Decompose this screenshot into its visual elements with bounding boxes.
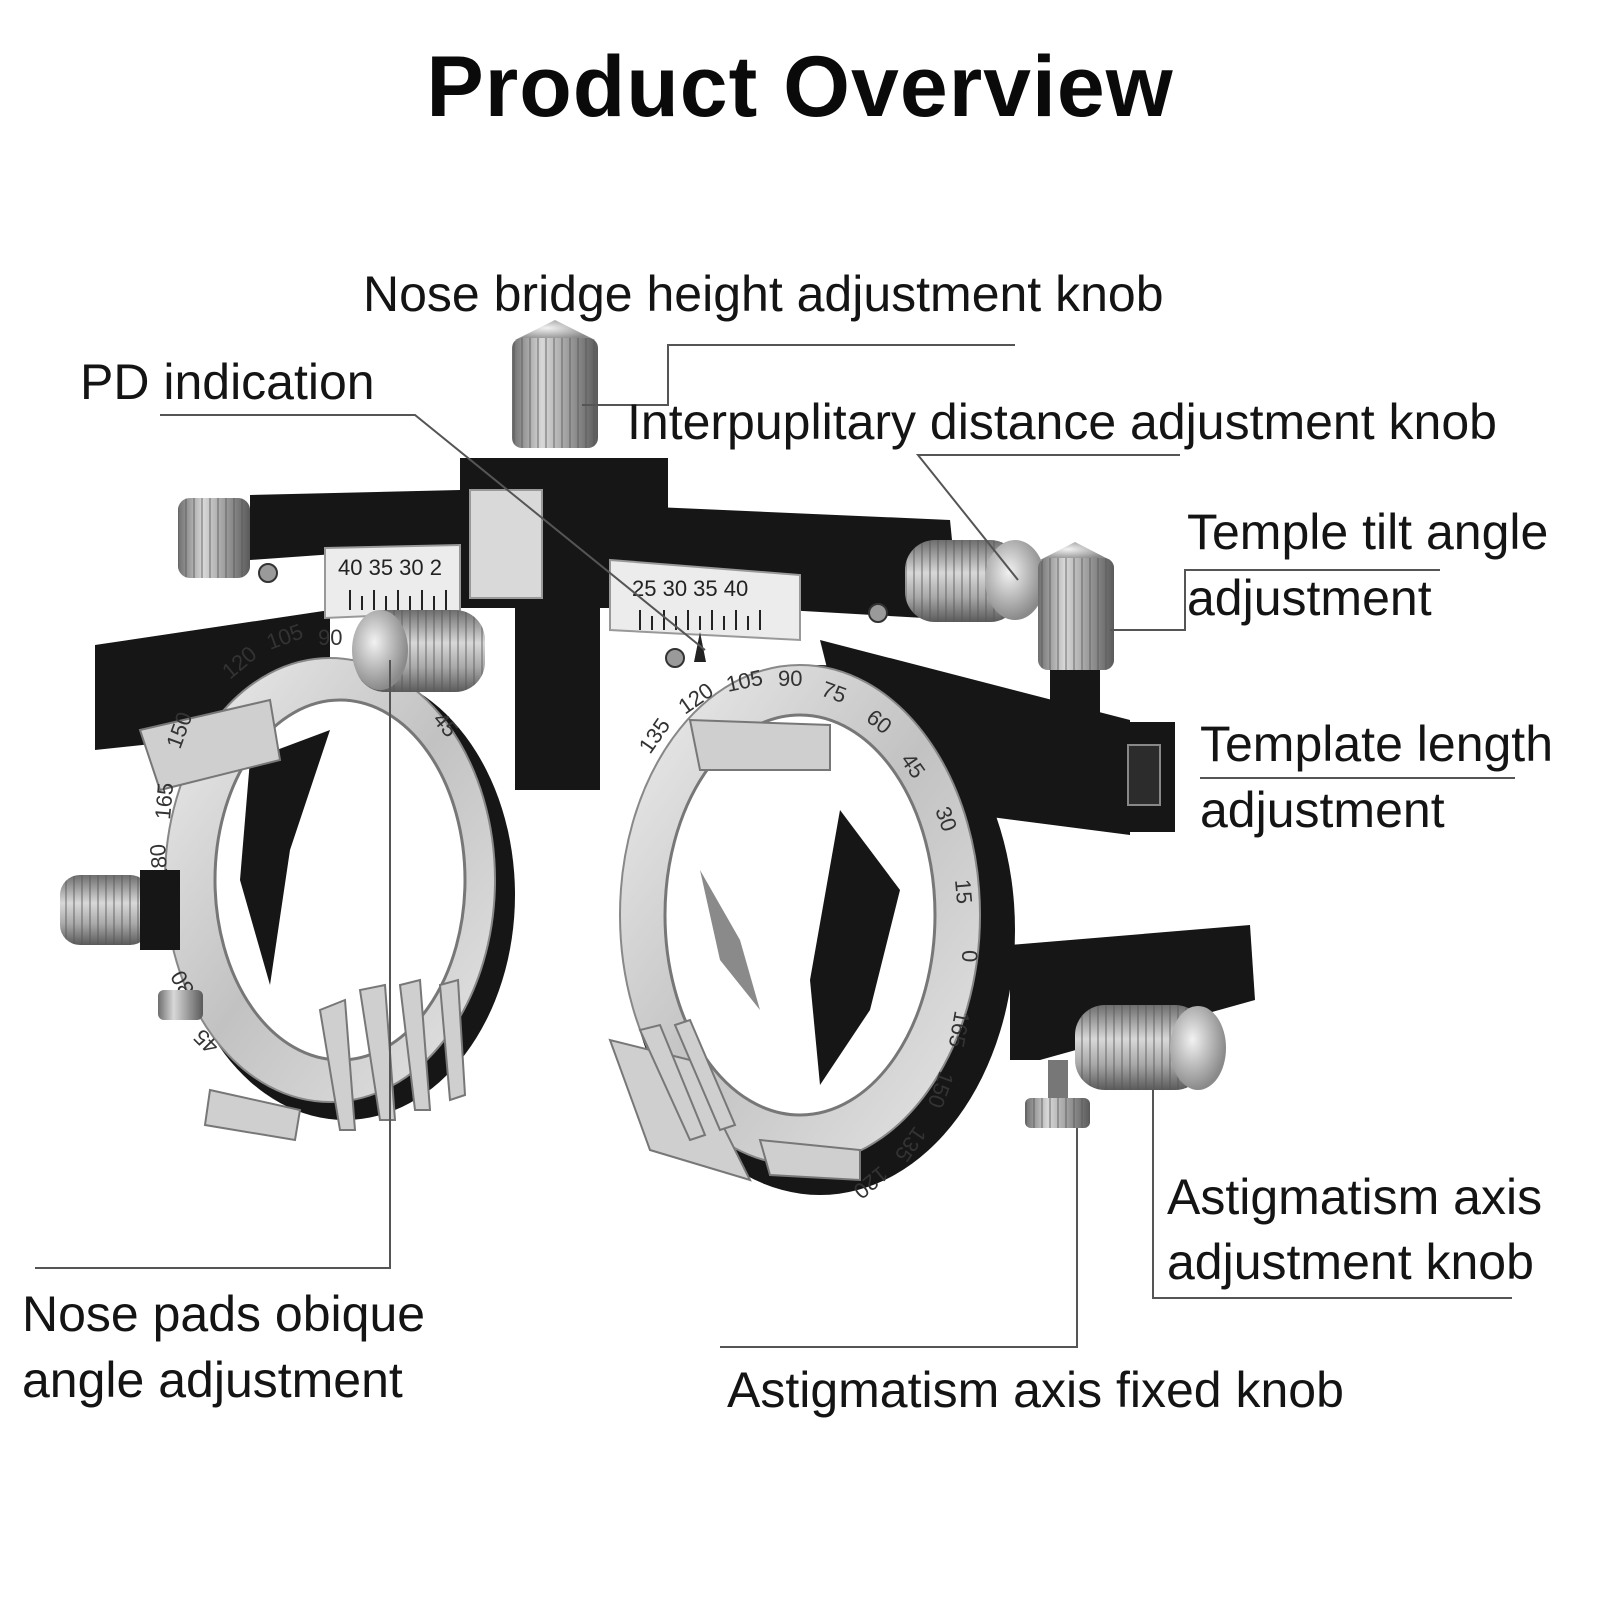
leader-nose-bridge [582, 344, 1015, 406]
label-template-length-1: Template length [1200, 716, 1554, 772]
astigmatism-axis-fixed-knob [1025, 1060, 1090, 1128]
left-lens-cell: 120 105 90 45 150 165 180 15 30 45 [138, 619, 515, 1142]
label-pd-indication: PD indication [80, 354, 375, 410]
astigmatism-axis-adjustment-knob [1075, 1005, 1226, 1090]
label-temple-tilt-1: Temple tilt angle [1187, 504, 1549, 560]
pd-scale-left-numbers: 40 35 30 2 [338, 555, 442, 580]
leader-interpupillary [915, 454, 1180, 581]
center-post [515, 600, 600, 790]
pd-scale-left: 40 35 30 2 [324, 543, 461, 620]
left-lower-knob [60, 870, 180, 950]
right-ring-15: 15 [950, 878, 977, 905]
right-lens-cell: 135 120 105 90 75 60 45 30 15 0 165 150 … [608, 664, 1015, 1204]
label-nose-bridge-height: Nose bridge height adjustment knob [363, 266, 1164, 322]
label-astig-fixed: Astigmatism axis fixed knob [727, 1362, 1344, 1418]
right-lower-arm [1010, 925, 1255, 1060]
left-ring-90: 90 [318, 625, 342, 650]
pd-scale-right: 25 30 35 40 [609, 558, 801, 662]
label-template-length-2: adjustment [1200, 782, 1445, 838]
temple-tilt-knob [1038, 542, 1114, 670]
leader-lines [35, 344, 1515, 1348]
leader-temple-tilt [1110, 569, 1440, 631]
label-astig-knob-1: Astigmatism axis [1167, 1169, 1543, 1225]
right-ring-0: 0 [957, 950, 982, 962]
left-ring-165: 165 [150, 782, 178, 821]
frame-screws [258, 563, 888, 668]
label-temple-tilt-2: adjustment [1187, 570, 1432, 626]
left-side-knob [178, 498, 250, 578]
label-nose-pads-1: Nose pads obique [22, 1286, 426, 1342]
interpupillary-distance-knob [905, 540, 1045, 622]
label-astig-knob-2: adjustment knob [1167, 1234, 1534, 1290]
nose-bridge-height-knob [512, 320, 598, 448]
page-title: Product Overview [426, 39, 1174, 135]
label-interpupillary: Interpuplitary distance adjustment knob [627, 394, 1497, 450]
top-crossbar [250, 490, 460, 560]
leader-astig-knob [1152, 1090, 1512, 1299]
right-ring-90: 90 [778, 666, 802, 691]
leader-astig-fixed [720, 1128, 1078, 1348]
left-bottom-small-knob [158, 990, 203, 1020]
leader-pd [160, 414, 706, 651]
label-nose-pads-2: angle adjustment [22, 1352, 403, 1408]
pd-scale-right-numbers: 25 30 35 40 [632, 576, 748, 601]
nose-pads-knob [352, 610, 485, 692]
leader-nose-pads [35, 660, 391, 1269]
